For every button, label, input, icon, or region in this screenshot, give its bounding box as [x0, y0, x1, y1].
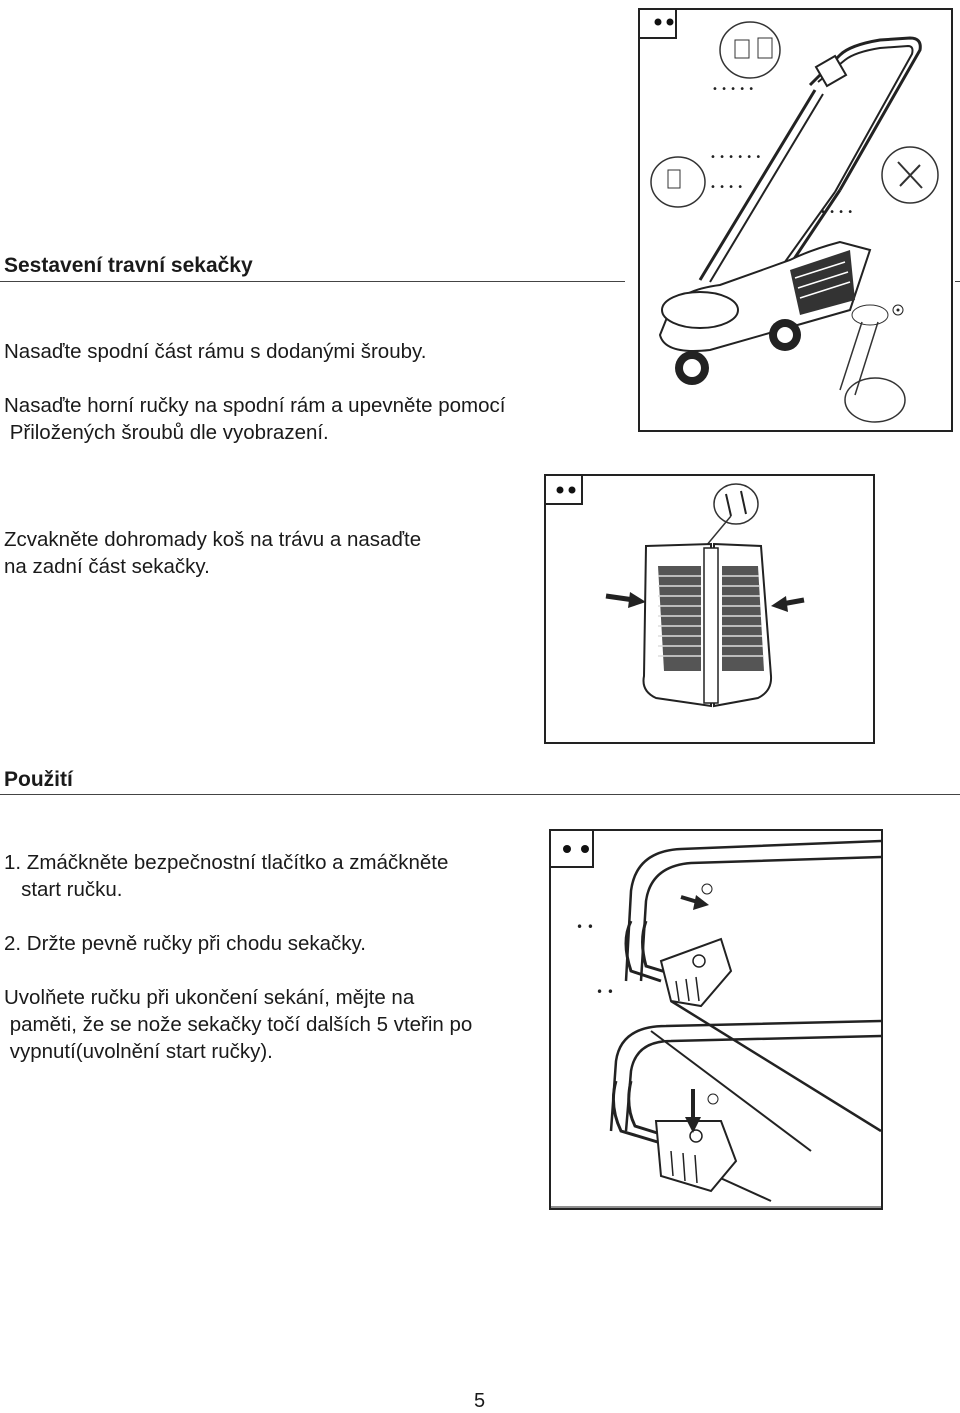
usage-item-2: 2. Držte pevně ručky při chodu sekačky. — [4, 932, 366, 955]
figure-grass-catcher — [544, 474, 875, 744]
svg-text:• • • • • •: • • • • • • — [710, 152, 761, 163]
assembly-step-3-line-1: Zcvakněte dohromady koš na trávu a nasaď… — [4, 528, 422, 551]
svg-text:• • • •: • • • • — [820, 207, 853, 218]
section-heading-assembly: Sestavení travní sekačky — [4, 254, 253, 277]
usage-note-line-1: Uvolňete ručku při ukončení sekání, mějt… — [4, 986, 415, 1009]
mower-assembly-drawing: • • • • • • • • • • • • • • • • • • • — [640, 10, 939, 423]
svg-text:• • • • •: • • • • • — [712, 84, 754, 95]
assembly-step-1: Nasaďte spodní část rámu s dodanými šrou… — [4, 340, 427, 363]
grass-catcher-drawing — [546, 476, 805, 708]
assembly-step-2-line-2: Přiložených šroubů dle vyobrazení. — [4, 421, 329, 444]
svg-text:• •: • • — [596, 985, 614, 999]
assembly-step-3-line-2: na zadní část sekačky. — [4, 555, 210, 578]
section-heading-usage: Použití — [4, 768, 73, 791]
heading-rule-usage — [0, 794, 960, 795]
page-number: 5 — [474, 1390, 486, 1412]
svg-text:• • • •: • • • • — [710, 182, 743, 193]
assembly-step-2-line-1: Nasaďte horní ručky na spodní rám a upev… — [4, 394, 506, 417]
figure-handle-assembly: • • • • • • • • • • • • • • • • • • • — [638, 8, 953, 432]
usage-item-1-line-2: start ručku. — [4, 878, 123, 901]
heading-rule-assembly-tail — [955, 281, 960, 282]
figure-start-lever: • • • • — [549, 829, 883, 1210]
svg-text:• •: • • — [576, 920, 594, 934]
usage-note-line-3: vypnutí(uvolnění start ručky). — [4, 1040, 273, 1063]
usage-item-1-line-1: 1. Zmáčkněte bezpečnostní tlačítko a zmá… — [4, 851, 449, 874]
heading-rule-assembly — [0, 281, 625, 282]
usage-note-line-2: paměti, že se nože sekačky točí dalších … — [4, 1013, 473, 1036]
start-lever-drawing: • • • • — [551, 831, 881, 1208]
